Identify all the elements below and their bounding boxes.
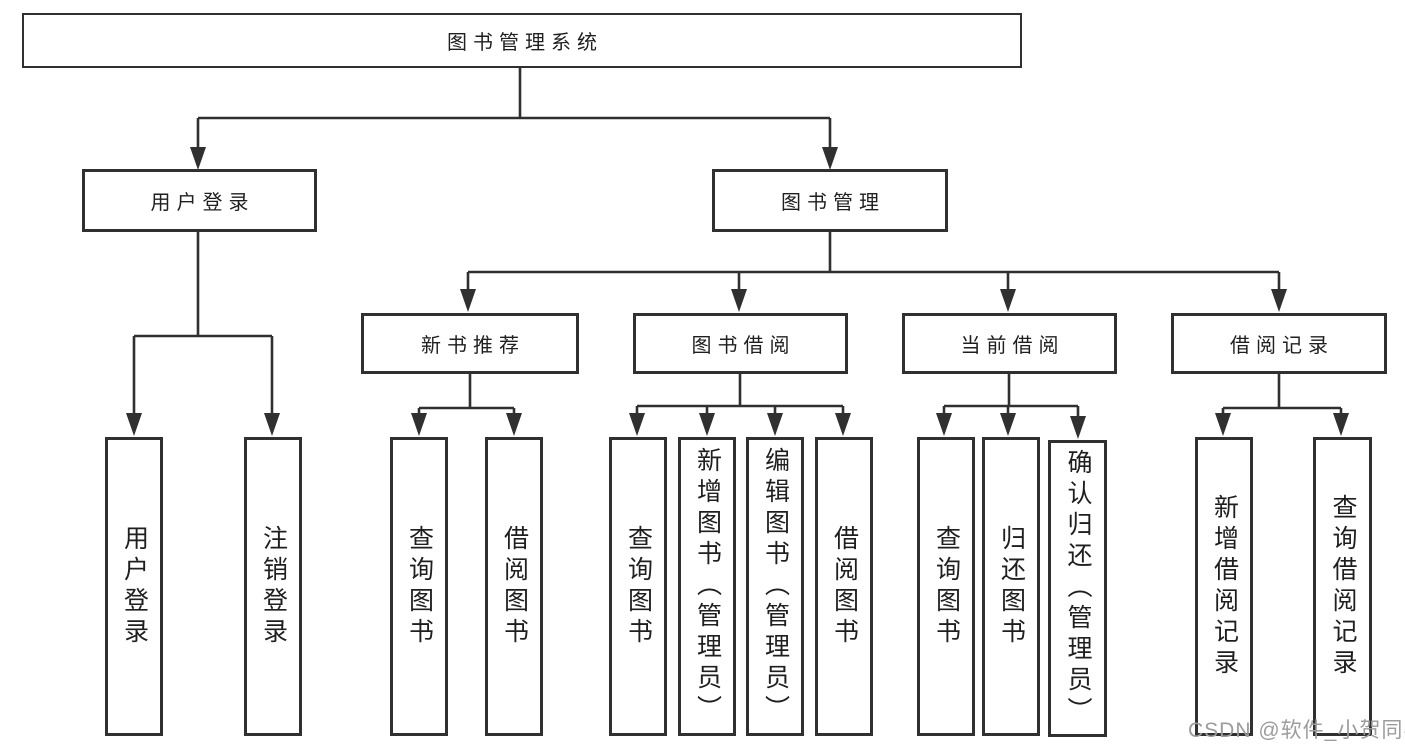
leaf-confirm-return-admin: 确认归还（管理员） — [1048, 440, 1107, 737]
leaf-user-login: 用户登录 — [105, 437, 163, 736]
leaf-borrow-books-recommend: 借阅图书 — [485, 437, 543, 736]
node-new-book-recommendation: 新书推荐 — [361, 313, 579, 374]
node-book-borrowing: 图书借阅 — [633, 313, 848, 374]
leaf-query-borrow-record: 查询借阅记录 — [1313, 437, 1372, 736]
leaf-add-borrow-record: 新增借阅记录 — [1195, 437, 1253, 736]
node-book-management: 图书管理 — [712, 169, 948, 232]
leaf-add-books-admin: 新增图书（管理员） — [678, 437, 736, 736]
leaf-return-books: 归还图书 — [982, 437, 1040, 736]
node-user-login: 用户登录 — [82, 169, 317, 232]
leaf-borrow-books-borrowing: 借阅图书 — [815, 437, 873, 736]
node-library-management-system: 图书管理系统 — [22, 13, 1022, 68]
node-current-borrowing: 当前借阅 — [902, 313, 1117, 374]
leaf-query-books-current: 查询图书 — [917, 437, 975, 736]
csdn-watermark: CSDN @软件_小贺同学 — [1188, 719, 1405, 742]
leaf-logout: 注销登录 — [244, 437, 302, 736]
leaf-edit-books-admin: 编辑图书（管理员） — [746, 437, 804, 736]
node-borrow-records: 借阅记录 — [1171, 313, 1387, 374]
leaf-query-books-borrowing: 查询图书 — [609, 437, 667, 736]
leaf-query-books-recommend: 查询图书 — [390, 437, 448, 736]
